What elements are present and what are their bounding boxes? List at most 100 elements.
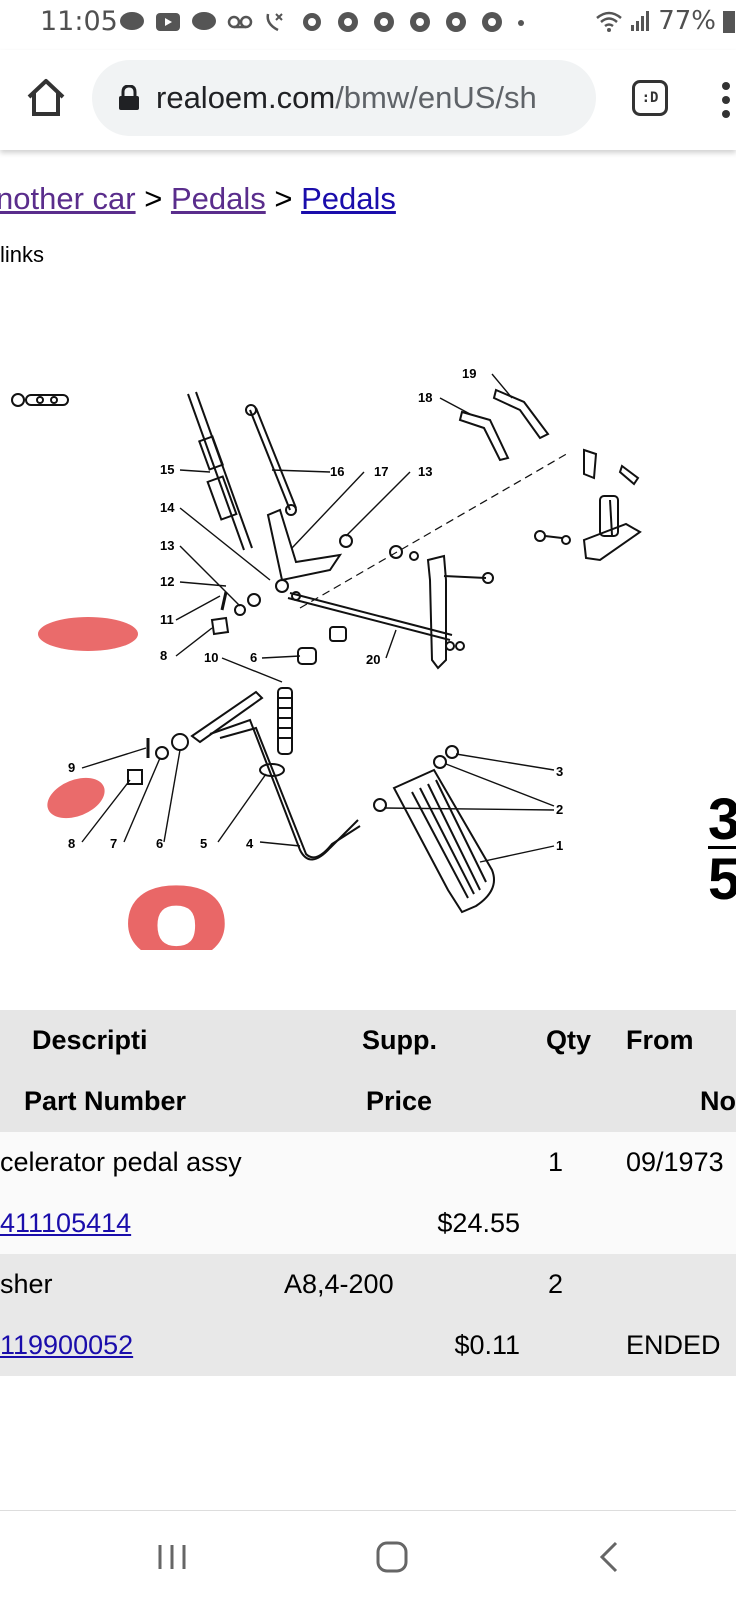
- pedal-bracket: [582, 448, 642, 562]
- breadcrumb-another-car[interactable]: nother car: [0, 181, 136, 216]
- parts-table: Descripti Supp. Qty From Part Number Pri…: [0, 1010, 736, 1376]
- breadcrumb-pedals[interactable]: Pedals: [170, 181, 266, 216]
- callout-18: 18: [418, 390, 432, 405]
- chrome-icon: [410, 12, 430, 32]
- callout-13: 13: [418, 464, 432, 479]
- battery-percent: 77%: [658, 6, 716, 36]
- header-qty: Qty: [546, 1025, 592, 1055]
- row1-from: 09/1973: [626, 1147, 724, 1177]
- row2-part-number-link[interactable]: 119900052: [0, 1330, 134, 1360]
- header-description: Descripti: [32, 1025, 148, 1055]
- red-annotations: [38, 617, 138, 819]
- callout-6b: 6: [156, 836, 163, 851]
- missed-call-icon: [266, 13, 283, 32]
- row1-part-number-link[interactable]: 411105414: [0, 1208, 132, 1238]
- edge-top-number: 3: [708, 787, 736, 852]
- lever-17: [266, 508, 343, 582]
- callout-15: 15: [160, 462, 174, 477]
- row1-price: $24.55: [437, 1208, 520, 1238]
- callout-5: 5: [200, 836, 207, 851]
- recent-apps-icon[interactable]: [152, 1535, 196, 1579]
- more-menu-icon[interactable]: [716, 80, 736, 120]
- chrome-icon: [482, 12, 502, 32]
- notification-icons: [118, 10, 528, 34]
- links-text: links: [0, 242, 45, 267]
- tab-switcher-button[interactable]: :D: [632, 80, 668, 116]
- pedal-shaft: [190, 690, 361, 861]
- url-text: realoem.com/bmw/enUS/sh: [156, 80, 537, 116]
- callout-17: 17: [374, 464, 388, 479]
- edge-bottom-number: 5: [708, 847, 736, 912]
- url-domain: realoem.com: [156, 80, 336, 115]
- callout-12: 12: [160, 574, 174, 589]
- header-price: Price: [366, 1086, 433, 1116]
- back-icon[interactable]: [588, 1535, 632, 1579]
- chrome-icon: [338, 12, 358, 32]
- table-row: sher A8,4-200 2: [0, 1254, 736, 1315]
- spring-10: [277, 687, 293, 755]
- washer-2b: [433, 755, 447, 769]
- washer-13: [234, 604, 246, 616]
- header-part-number: Part Number: [24, 1086, 187, 1116]
- header-from: From: [626, 1025, 694, 1055]
- more-dot-icon: [518, 20, 524, 26]
- washer-12: [247, 593, 261, 607]
- clip-8b: [127, 769, 143, 785]
- signal-icon: [631, 11, 650, 31]
- pin-11: [220, 591, 228, 611]
- callout-20: 20: [366, 652, 380, 667]
- message-icon: [120, 12, 144, 30]
- voicemail-icon: [227, 15, 253, 29]
- red-handwritten-annotation: 8: [118, 842, 235, 950]
- row2-to: ENDED: [626, 1330, 721, 1360]
- callout-3: 3: [556, 764, 563, 779]
- callout-19: 19: [462, 366, 476, 381]
- table-row: celerator pedal assy 1 09/1973: [0, 1132, 736, 1193]
- callout-13b: 13: [160, 538, 174, 553]
- status-time: 11:05: [40, 6, 118, 37]
- row2-description: sher: [0, 1269, 53, 1299]
- callout-11: 11: [160, 612, 174, 627]
- bushing-part: [329, 626, 347, 642]
- browser-toolbar: realoem.com/bmw/enUS/sh :D: [0, 50, 736, 150]
- row1-supp: [270, 1132, 534, 1193]
- table-row: 411105414 $24.55: [0, 1193, 736, 1254]
- relay-lever: [426, 554, 494, 670]
- table-header-row: Descripti Supp. Qty From: [0, 1010, 736, 1071]
- bracket-18: [458, 410, 510, 462]
- chain-part: [11, 393, 69, 407]
- parts-diagram[interactable]: 19 18 15 16 17 13 14 13 12 11 8 10 6 20 …: [0, 350, 736, 950]
- header-no: No: [700, 1086, 736, 1116]
- breadcrumb: nother car > Pedals > Pedals: [0, 181, 396, 217]
- callout-2: 2: [556, 802, 563, 817]
- home-nav-icon[interactable]: [370, 1535, 414, 1579]
- breadcrumb-separator: >: [274, 181, 293, 216]
- settings-gear-icon: [303, 13, 321, 31]
- washer-7: [155, 746, 169, 760]
- red-scribble-mark: [47, 777, 105, 819]
- accelerator-pedal: [392, 768, 495, 914]
- chrome-icon: [446, 12, 466, 32]
- home-icon[interactable]: [24, 76, 68, 120]
- row1-to: [616, 1193, 736, 1254]
- address-bar[interactable]: realoem.com/bmw/enUS/sh: [92, 60, 596, 136]
- header-supp: Supp.: [362, 1025, 437, 1055]
- bushing-6: [297, 647, 317, 665]
- callout-14: 14: [160, 500, 175, 515]
- youtube-icon: [156, 13, 180, 31]
- row2-supp: A8,4-200: [284, 1269, 394, 1299]
- breadcrumb-pedals-current[interactable]: Pedals: [301, 181, 396, 216]
- row1-qty: 1: [548, 1147, 564, 1177]
- bracket-19: [492, 388, 550, 440]
- row2-from: [616, 1254, 736, 1315]
- washer-3: [445, 745, 459, 759]
- push-rod-16: [245, 404, 297, 516]
- shaft-20: [275, 579, 453, 641]
- clip-8: [210, 616, 230, 636]
- callout-9: 9: [68, 760, 75, 775]
- row1-description: celerator pedal assy: [0, 1147, 242, 1177]
- callout-10: 10: [204, 650, 218, 665]
- battery-icon: [723, 11, 735, 33]
- row2-qty: 2: [548, 1269, 564, 1299]
